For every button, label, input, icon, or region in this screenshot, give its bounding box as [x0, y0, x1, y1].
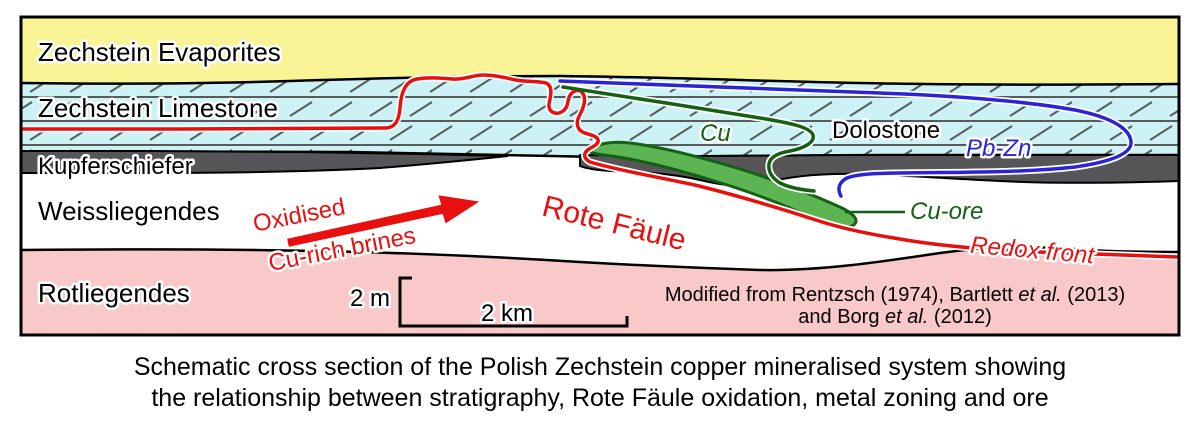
label-zechstein-limestone: Zechstein Limestone: [38, 93, 278, 123]
caption-line-1: Schematic cross section of the Polish Ze…: [133, 353, 1067, 381]
label-pb-zn-zone: Pb-Zn: [966, 135, 1031, 162]
pb-zn-line: [558, 79, 1133, 198]
label-zechstein-evaporites: Zechstein Evaporites: [38, 37, 281, 67]
label-rotliegendes: Rotliegendes: [38, 278, 190, 308]
scale-bar: [398, 276, 629, 328]
attribution-line-2: and Borg et al. (2012): [798, 306, 992, 328]
zechstein-evaporites-layer: [21, 17, 1179, 85]
figure-caption: Schematic cross section of the Polish Ze…: [0, 352, 1200, 414]
rotliegendes-top-boundary: [20, 246, 1180, 272]
attribution: Modified from Rentzsch (1974), Bartlett …: [610, 284, 1180, 328]
brine-flow-arrow: [284, 192, 485, 250]
label-kupferschiefer: Kupferschiefer: [38, 153, 193, 180]
kupferschiefer-layer-left: [20, 150, 509, 174]
attribution-line-1: Modified from Rentzsch (1974), Bartlett …: [664, 284, 1126, 306]
evaporite-limestone-boundary: [20, 74, 1180, 86]
cross-section-diagram: Zechstein Evaporites Zechstein Limestone…: [18, 15, 1182, 337]
label-weissliegendes: Weissliegendes: [38, 196, 220, 226]
cu-ore-body: [588, 140, 858, 230]
caption-line-2: the relationship between stratigraphy, R…: [151, 384, 1049, 412]
diagram-border: [19, 15, 1181, 337]
cu-line: [561, 85, 816, 193]
rotliegendes-layer: [21, 247, 1179, 334]
label-cu-zone: Cu: [700, 120, 731, 147]
label-dolostone: Dolostone: [832, 117, 940, 144]
label-cu-ore: Cu-ore: [910, 198, 983, 225]
label-scale-horizontal: 2 km: [481, 300, 533, 327]
label-scale-vertical: 2 m: [350, 285, 390, 312]
redox-front-line: [20, 73, 1180, 259]
